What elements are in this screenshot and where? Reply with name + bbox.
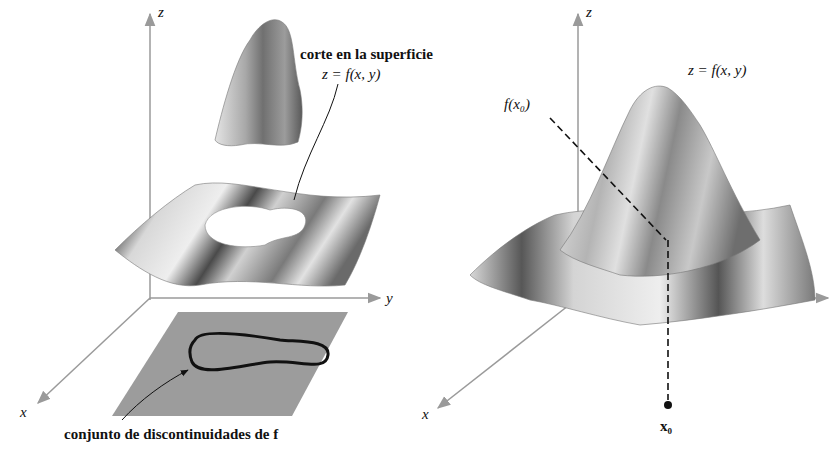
cut-surface [115,183,380,286]
callout-text: conjunto de discontinuidades de f [64,426,278,443]
point-label: x₀ [660,418,672,435]
right-panel [438,14,828,409]
axis-label: x [20,404,27,421]
point-dot [664,401,672,409]
surface-hole [205,206,306,246]
leader-line [294,84,338,200]
callout-text: corte en la superficie [300,46,433,63]
leader-arrow [122,370,188,420]
formula-label: z = f(x, y) [322,66,380,83]
axis-label: z [586,4,592,21]
surface-mountain [560,86,760,276]
dashed-drop [667,240,669,400]
axis-label: z [158,4,164,21]
dashed-height [550,118,666,240]
y-axis [150,297,380,299]
value-label: f(x₀) [504,96,530,113]
x-axis [438,298,578,408]
domain-plane [112,312,348,416]
formula-label: z = f(x, y) [688,62,746,79]
axis-label: x [422,406,429,423]
axis-label: y [386,290,393,307]
x-axis [38,298,150,403]
left-panel [38,14,380,420]
discontinuity-curve [190,333,328,369]
raised-piece [215,20,302,146]
